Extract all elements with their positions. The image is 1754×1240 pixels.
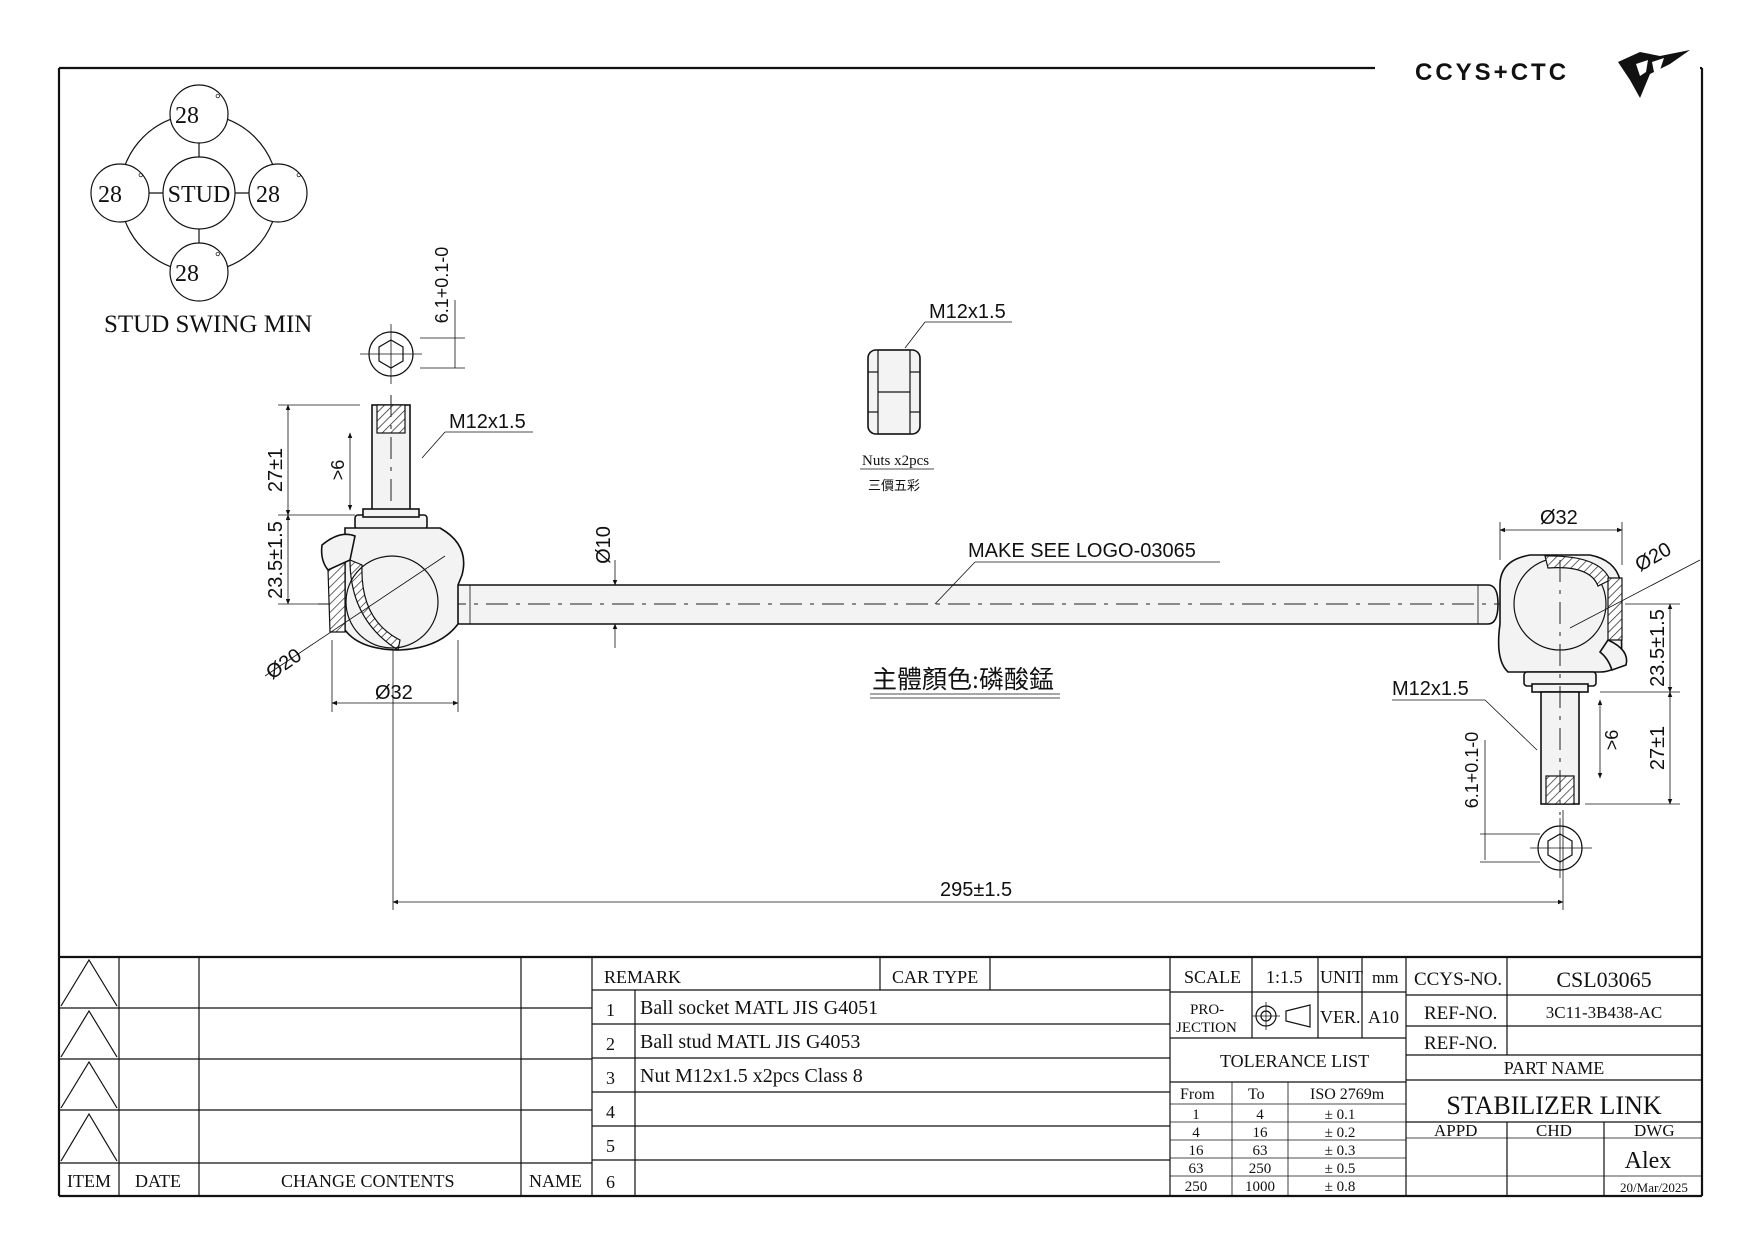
swing-bottom-angle: 28 xyxy=(175,261,199,287)
svg-text:± 0.3: ± 0.3 xyxy=(1325,1143,1356,1159)
swing-center-label: STUD xyxy=(168,182,231,208)
svg-text:DWG: DWG xyxy=(1634,1121,1675,1140)
rod-dimensions: Ø10 MAKE SEE LOGO-03065 主體顏色:磷酸錳 295±1.5 xyxy=(392,526,1564,910)
tolerance-rows: 1 4 ± 0.1 4 16 ± 0.2 16 63 ± 0.3 63 250 … xyxy=(1185,1107,1356,1195)
svg-text:°: ° xyxy=(215,92,221,107)
projection-symbol-icon xyxy=(1252,1002,1311,1030)
svg-text:DATE: DATE xyxy=(135,1171,181,1191)
swing-title: STUD SWING MIN xyxy=(104,311,312,338)
svg-text:1000: 1000 xyxy=(1245,1179,1275,1195)
stud-swing-diagram: STUD 28 28 28 28 ° ° ° ° STUD SWING MIN xyxy=(90,84,312,338)
left-height: 23.5±1.5 xyxy=(265,521,287,599)
car-type-header: CAR TYPE xyxy=(892,967,978,987)
part-name-label: PART NAME xyxy=(1504,1058,1604,1078)
remark-row-3: Nut M12x1.5 x2pcs Class 8 xyxy=(640,1065,863,1087)
svg-text:ISO 2769m: ISO 2769m xyxy=(1310,1086,1385,1103)
svg-text:NAME: NAME xyxy=(529,1171,582,1191)
svg-text:VER.: VER. xyxy=(1320,1007,1361,1027)
svg-text:SCALE: SCALE xyxy=(1184,967,1241,987)
swing-top-angle: 28 xyxy=(175,103,199,129)
svg-text:± 0.2: ± 0.2 xyxy=(1325,1125,1356,1141)
svg-text:°: ° xyxy=(138,171,144,186)
swing-right-angle: 28 xyxy=(256,182,280,208)
swing-left-angle: 28 xyxy=(98,182,122,208)
svg-text:16: 16 xyxy=(1253,1125,1269,1141)
nut-view: M12x1.5 Nuts x2pcs 三價五彩 xyxy=(860,301,1012,493)
svg-text:°: ° xyxy=(296,171,302,186)
body-color-note: 主體顏色:磷酸錳 xyxy=(872,666,1054,694)
svg-text:1: 1 xyxy=(1192,1107,1200,1123)
svg-text:CCYS+CTC: CCYS+CTC xyxy=(1415,59,1569,86)
svg-text:JECTION: JECTION xyxy=(1176,1020,1237,1036)
right-stud-length: 27±1 xyxy=(1647,726,1669,770)
ccys-number: CSL03065 xyxy=(1556,967,1651,992)
svg-text:4: 4 xyxy=(1256,1107,1264,1123)
svg-text:UNIT: UNIT xyxy=(1320,967,1363,987)
svg-text:REF-NO.: REF-NO. xyxy=(1424,1003,1497,1024)
part-name: STABILIZER LINK xyxy=(1446,1091,1661,1120)
svg-text:63: 63 xyxy=(1189,1161,1204,1177)
left-gt6: >6 xyxy=(328,460,348,481)
svg-text:CHANGE CONTENTS: CHANGE CONTENTS xyxy=(281,1171,455,1191)
svg-text:250: 250 xyxy=(1249,1161,1272,1177)
svg-text:2: 2 xyxy=(606,1034,615,1054)
make-see-note: MAKE SEE LOGO-03065 xyxy=(968,540,1196,562)
svg-text:ITEM: ITEM xyxy=(67,1171,111,1191)
svg-text:3: 3 xyxy=(606,1068,615,1088)
drawer-name: Alex xyxy=(1625,1148,1672,1174)
tolerance-title: TOLERANCE LIST xyxy=(1220,1051,1369,1071)
svg-text:PRO-: PRO- xyxy=(1190,1002,1224,1018)
right-gt6: >6 xyxy=(1602,730,1622,751)
left-housing-dia: Ø32 xyxy=(375,682,413,704)
nut-thread-label: M12x1.5 xyxy=(929,301,1006,323)
svg-text:1: 1 xyxy=(606,1000,615,1020)
svg-text:CCYS-NO.: CCYS-NO. xyxy=(1414,969,1502,990)
sheet-border xyxy=(57,66,1704,1198)
right-housing-dia: Ø32 xyxy=(1540,507,1578,529)
overall-length: 295±1.5 xyxy=(940,879,1012,901)
right-ball-dia: Ø20 xyxy=(1632,538,1676,576)
svg-text:REF-NO.: REF-NO. xyxy=(1424,1033,1497,1054)
version-value: A10 xyxy=(1368,1007,1399,1027)
svg-text:To: To xyxy=(1248,1086,1265,1103)
svg-text:4: 4 xyxy=(1192,1125,1200,1141)
left-thread-label: M12x1.5 xyxy=(449,411,526,433)
company-logo: CCYS+CTC xyxy=(1415,50,1690,98)
title-block: ITEM DATE CHANGE CONTENTS NAME REMARK CA… xyxy=(59,955,1702,1196)
svg-text:From: From xyxy=(1180,1086,1215,1103)
right-thread-label: M12x1.5 xyxy=(1392,678,1469,700)
svg-text:APPD: APPD xyxy=(1434,1121,1477,1140)
svg-text:± 0.8: ± 0.8 xyxy=(1325,1179,1356,1195)
remark-row-2: Ball stud MATL JIS G4053 xyxy=(640,1031,860,1053)
svg-text:6: 6 xyxy=(606,1172,615,1192)
nut-finish: 三價五彩 xyxy=(868,478,920,493)
svg-text:16: 16 xyxy=(1189,1143,1205,1159)
left-ball-joint: 27±1 23.5±1.5 >6 6.1+0.1-0 M12x1.5 Ø32 Ø… xyxy=(262,247,533,712)
scale-value: 1:1.5 xyxy=(1266,967,1303,987)
svg-text:63: 63 xyxy=(1253,1143,1268,1159)
svg-text:°: ° xyxy=(215,250,221,265)
drawing-date: 20/Mar/2025 xyxy=(1620,1180,1688,1195)
svg-text:CHD: CHD xyxy=(1536,1121,1572,1140)
svg-text:± 0.1: ± 0.1 xyxy=(1325,1107,1356,1123)
left-hex-size: 6.1+0.1-0 xyxy=(432,247,452,324)
remark-header: REMARK xyxy=(604,967,681,987)
nut-caption: Nuts x2pcs xyxy=(862,453,929,469)
ref-number: 3C11-3B438-AC xyxy=(1546,1003,1663,1022)
rod xyxy=(318,584,1560,625)
svg-text:5: 5 xyxy=(606,1136,615,1156)
right-height: 23.5±1.5 xyxy=(1647,609,1669,687)
left-ball-dia: Ø20 xyxy=(262,644,306,684)
remark-row-1: Ball socket MATL JIS G4051 xyxy=(640,997,878,1019)
svg-text:4: 4 xyxy=(606,1102,615,1122)
right-hex-size: 6.1+0.1-0 xyxy=(1462,732,1482,809)
right-ball-joint: Ø32 Ø20 23.5±1.5 27±1 >6 6.1+0.1-0 M12x1… xyxy=(1392,507,1701,878)
svg-text:250: 250 xyxy=(1185,1179,1208,1195)
rod-diameter: Ø10 xyxy=(593,526,615,564)
left-stud-length: 27±1 xyxy=(265,448,287,492)
svg-text:± 0.5: ± 0.5 xyxy=(1325,1161,1356,1177)
unit-value: mm xyxy=(1372,968,1398,987)
